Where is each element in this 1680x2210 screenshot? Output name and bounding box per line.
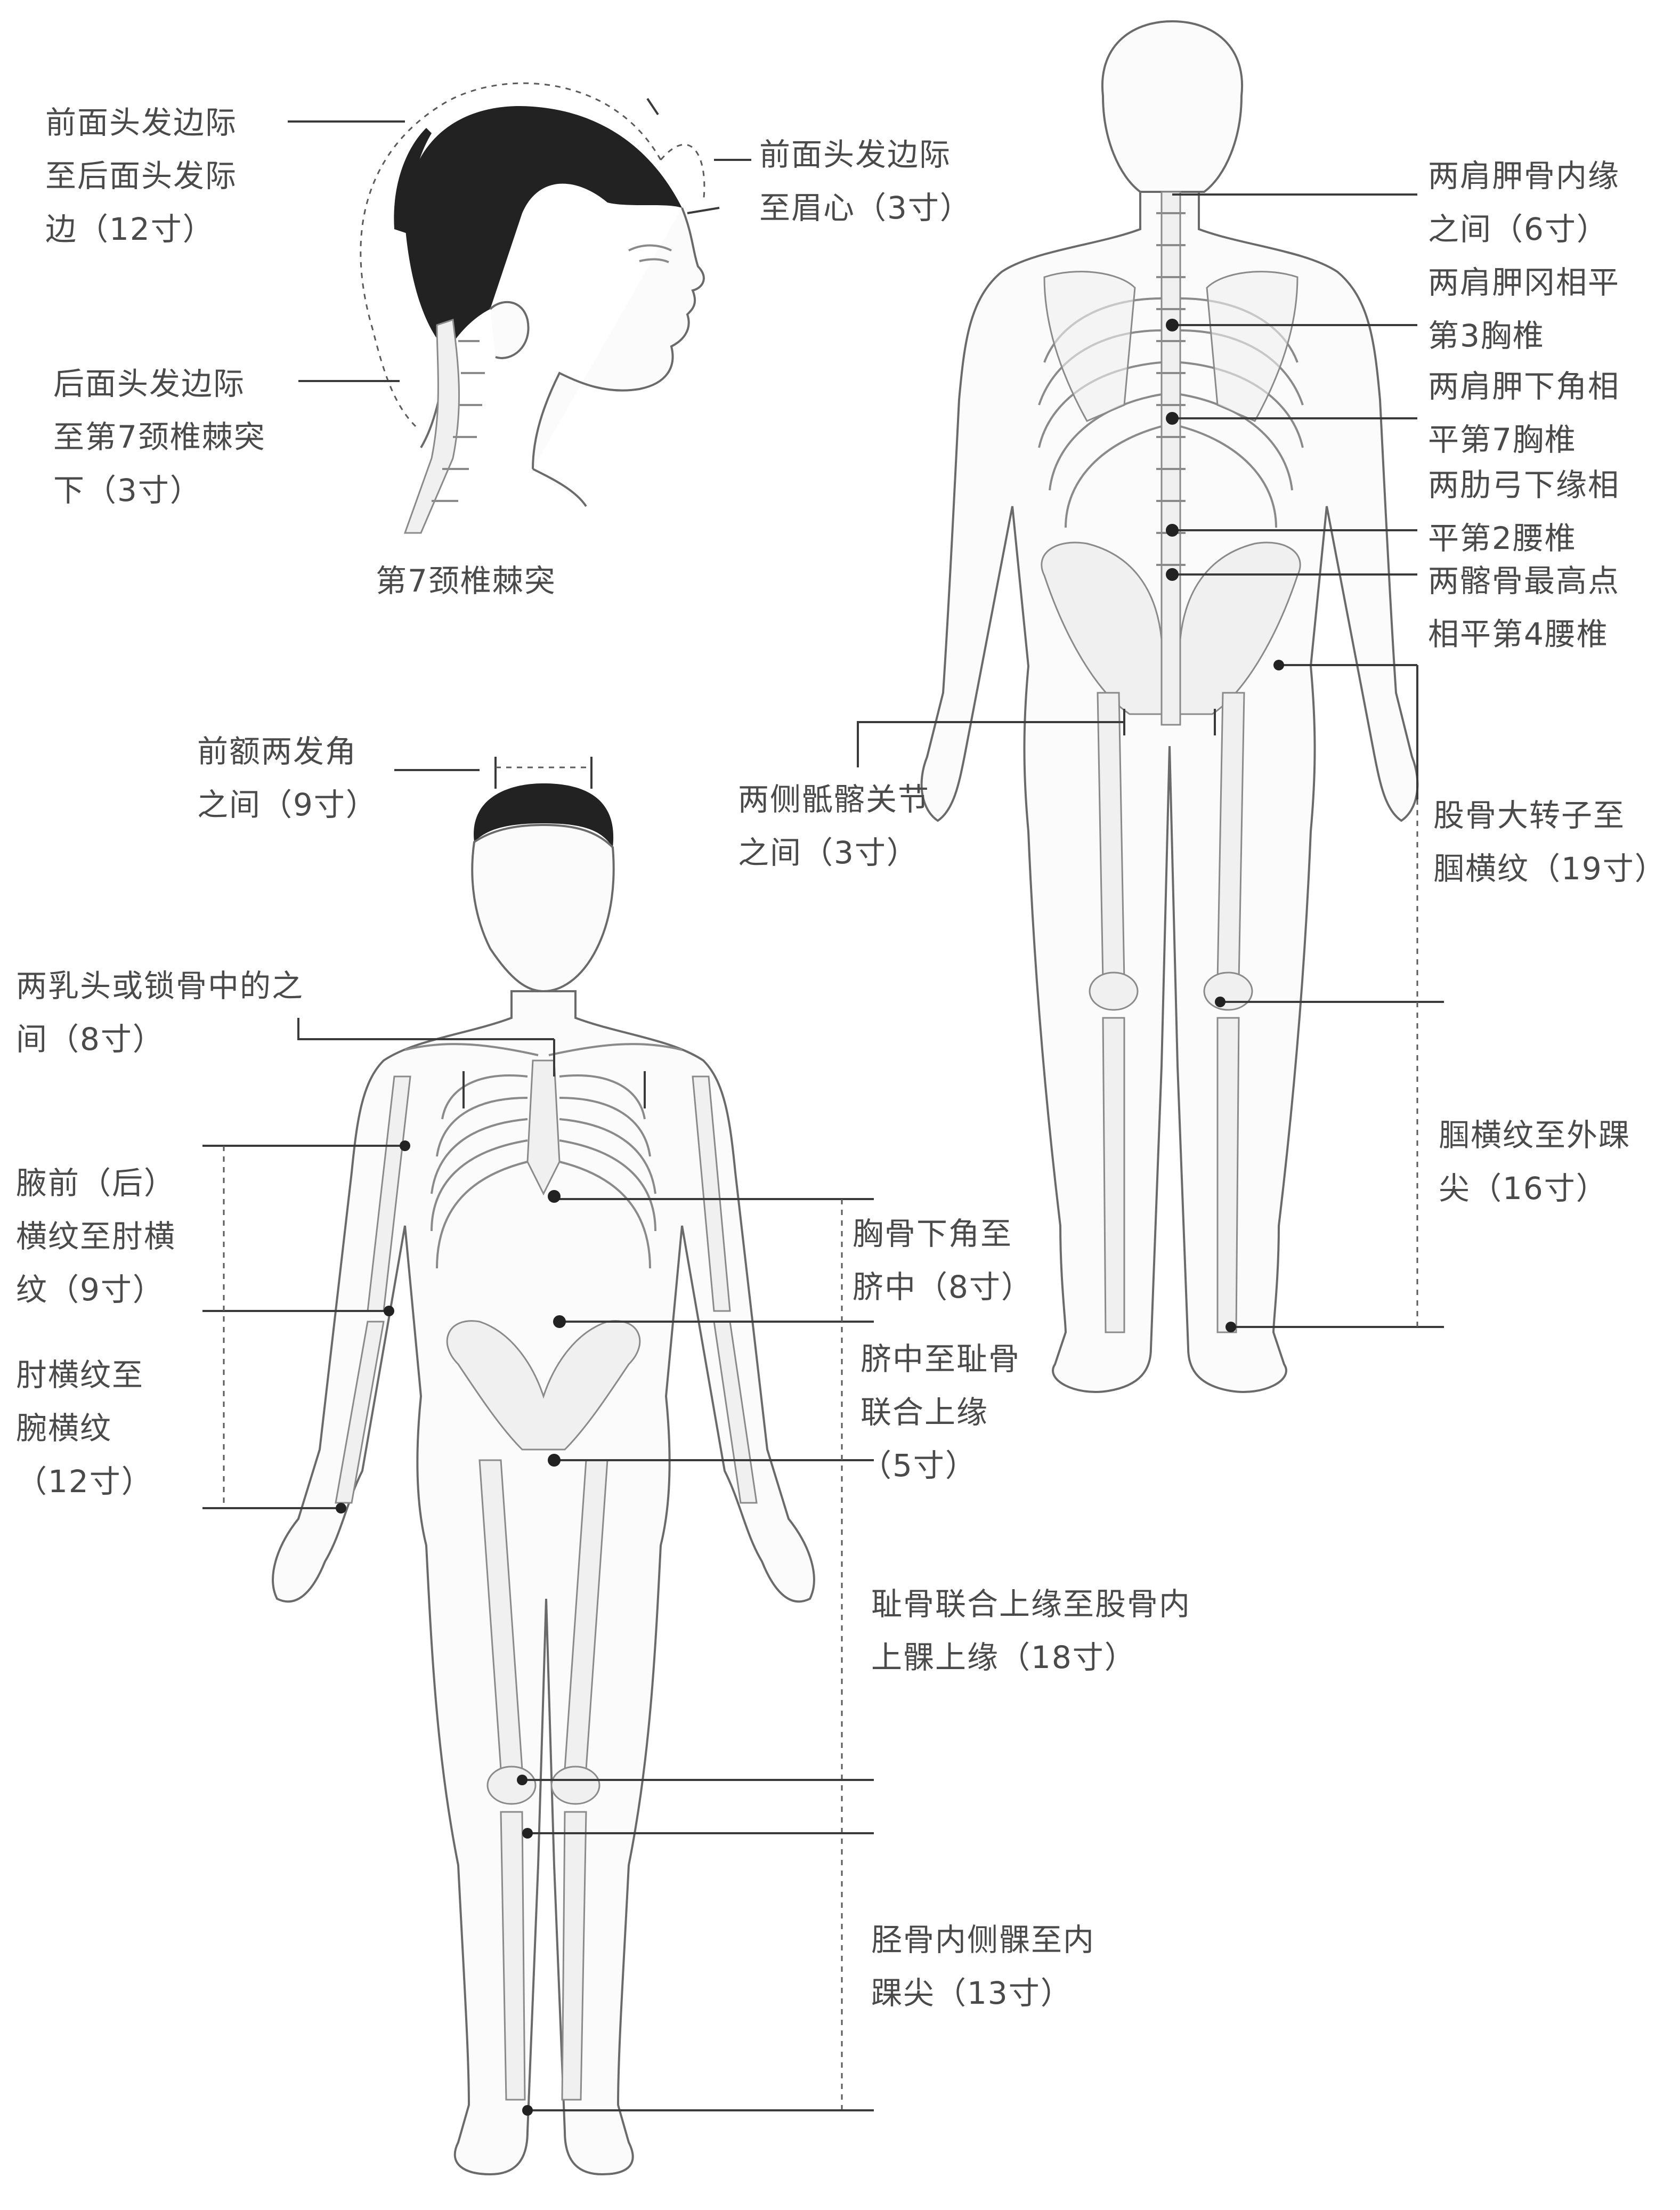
label-line: 尖（16寸） [1439, 1162, 1630, 1215]
label-iliac-crest: 两髂骨最高点 相平第4腰椎 [1428, 554, 1620, 661]
label-line: （12寸） [16, 1455, 153, 1508]
label-line: 横纹至肘横 [16, 1210, 176, 1263]
label-sacroiliac: 两侧骶髂关节 之间（3寸） [738, 773, 930, 879]
label-tibia-to-ankle: 胫骨内侧髁至内 踝尖（13寸） [871, 1913, 1095, 2020]
label-line: 股骨大转子至 [1433, 789, 1667, 842]
label-navel-to-pubis: 脐中至耻骨 联合上缘 （5寸） [861, 1332, 1020, 1492]
label-line: 间（8寸） [16, 1013, 304, 1066]
label-scapula-spine: 两肩胛冈相平 第3胸椎 [1428, 256, 1620, 362]
label-line: 之间（3寸） [738, 826, 930, 879]
label-head-front-to-back: 前面头发边际 至后面头发际 边（12寸） [45, 96, 237, 256]
label-line: 腘横纹至外踝 [1439, 1108, 1630, 1162]
label-costal-arch: 两肋弓下缘相 平第2腰椎 [1428, 458, 1620, 565]
label-line: 踝尖（13寸） [871, 1966, 1095, 2020]
label-line: 腕横纹 [16, 1402, 153, 1455]
label-line: 第7颈椎棘突 [376, 554, 556, 608]
label-line: 前额两发角 [197, 725, 378, 778]
label-pubis-to-femur: 耻骨联合上缘至股骨内 上髁上缘（18寸） [871, 1577, 1191, 1684]
label-line: 上髁上缘（18寸） [871, 1631, 1191, 1684]
label-sternum-to-navel: 胸骨下角至 脐中（8寸） [853, 1207, 1033, 1314]
label-line: 至后面头发际 [45, 149, 237, 203]
label-line: 前面头发边际 [45, 96, 237, 149]
label-scapula-angle: 两肩胛下角相 平第7胸椎 [1428, 360, 1620, 466]
label-line: 之间（9寸） [197, 778, 378, 831]
label-line: 前面头发边际 [759, 128, 972, 181]
label-nipples: 两乳头或锁骨中的之 间（8寸） [16, 959, 304, 1066]
label-line: 两肩胛冈相平 [1428, 256, 1620, 309]
label-line: 脐中（8寸） [853, 1260, 1033, 1314]
label-c7-caption: 第7颈椎棘突 [376, 554, 556, 608]
label-head-front-to-brow: 前面头发边际 至眉心（3寸） [759, 128, 972, 234]
label-scapula-inner: 两肩胛骨内缘 之间（6寸） [1428, 149, 1620, 256]
label-forehead-corners: 前额两发角 之间（9寸） [197, 725, 378, 831]
label-line: 至第7颈椎棘突 [53, 410, 266, 464]
label-line: 下（3寸） [53, 464, 266, 517]
label-line: 胸骨下角至 [853, 1207, 1033, 1260]
label-popliteal-to-malleolus: 腘横纹至外踝 尖（16寸） [1439, 1108, 1630, 1215]
label-line: 之间（6寸） [1428, 203, 1620, 256]
label-line: 第3胸椎 [1428, 309, 1620, 362]
label-line: 两乳头或锁骨中的之 [16, 959, 304, 1013]
label-trochanter-to-popliteal: 股骨大转子至 腘横纹（19寸） [1433, 789, 1667, 895]
label-line: 边（12寸） [45, 203, 237, 256]
label-line: 耻骨联合上缘至股骨内 [871, 1577, 1191, 1631]
label-line: 脐中至耻骨 [861, 1332, 1020, 1386]
label-head-back-to-c7: 后面头发边际 至第7颈椎棘突 下（3寸） [53, 357, 266, 517]
label-line: 纹（9寸） [16, 1263, 176, 1316]
label-line: 两肩胛骨内缘 [1428, 149, 1620, 203]
label-elbow-to-wrist: 肘横纹至 腕横纹 （12寸） [16, 1348, 153, 1508]
label-line: 腘横纹（19寸） [1433, 842, 1667, 895]
label-line: 两肩胛下角相 [1428, 360, 1620, 413]
label-line: 至眉心（3寸） [759, 181, 972, 234]
label-line: 联合上缘 [861, 1386, 1020, 1439]
label-line: 两髂骨最高点 [1428, 554, 1620, 608]
label-line: 胫骨内侧髁至内 [871, 1913, 1095, 1966]
label-line: 肘横纹至 [16, 1348, 153, 1402]
label-line: 两肋弓下缘相 [1428, 458, 1620, 512]
label-line: 腋前（后） [16, 1156, 176, 1210]
label-line: 后面头发边际 [53, 357, 266, 410]
label-line: 相平第4腰椎 [1428, 608, 1620, 661]
label-line: 两侧骶髂关节 [738, 773, 930, 826]
label-line: （5寸） [861, 1439, 1020, 1492]
label-axilla-to-elbow: 腋前（后） 横纹至肘横 纹（9寸） [16, 1156, 176, 1316]
